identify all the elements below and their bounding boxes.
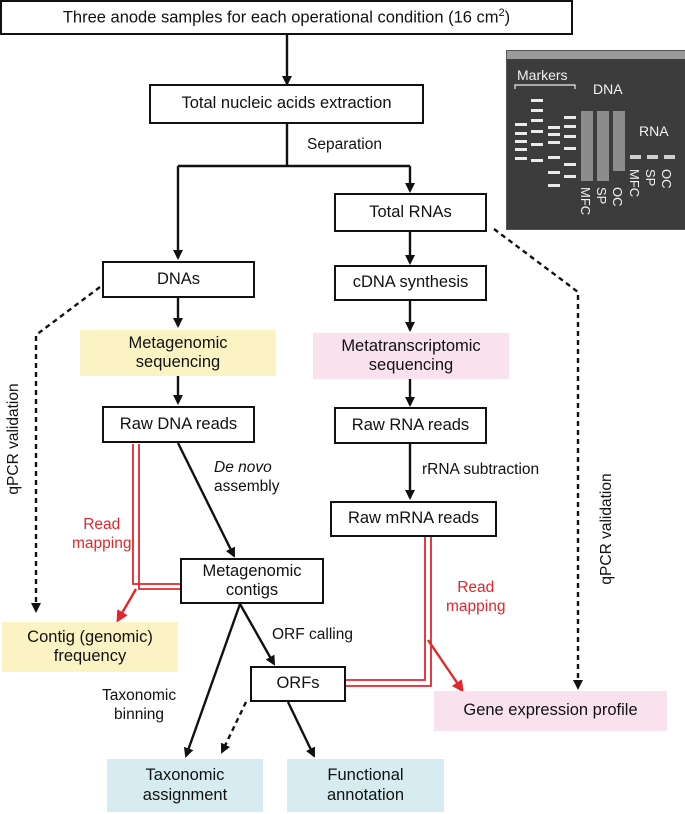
node-func-annot-line1: Functional (327, 766, 404, 785)
label-read-mapping-rna-2: mapping (446, 597, 506, 615)
arrow-contigs-to-taxonomic (183, 603, 242, 758)
dashed-qpcr-right (493, 228, 583, 690)
node-anode-samples: Three anode samples for each operational… (0, 0, 573, 35)
node-raw-rna-label: Raw RNA reads (351, 415, 470, 434)
red-mapping-dna-a (132, 444, 180, 585)
label-taxonomic-binning: Taxonomic binning (102, 687, 176, 724)
arrow-rawdna-to-contigs (176, 442, 236, 558)
dashed-qpcr-left (31, 286, 101, 613)
label-qpcr-validation-left: qPCR validation (5, 383, 22, 495)
label-assembly: assembly (214, 477, 280, 495)
label-read-mapping-rna-1: Read (457, 579, 495, 596)
label-separation: Separation (307, 136, 382, 153)
node-contig-freq-line1: Contig (genomic) (27, 627, 153, 646)
node-gene-expression-profile: Gene expression profile (434, 691, 667, 731)
arrow-contigs-to-orfs (238, 603, 276, 666)
node-metagenomic-seq-line2: sequencing (135, 353, 221, 371)
node-extraction-label: Total nucleic acids extraction (181, 94, 392, 113)
arrow-orfs-to-functional (286, 701, 316, 758)
label-qpcr-validation-right: qPCR validation (598, 473, 615, 585)
gel-lane-1: MFC (578, 187, 593, 216)
label-read-mapping-rna: Read mapping (446, 579, 505, 616)
node-contigs-line1: Metagenomic (202, 561, 302, 580)
red-mapping-rna-b (345, 537, 432, 687)
node-cdna-label: cDNA synthesis (352, 273, 469, 292)
red-arrow-to-gene-expr (427, 639, 464, 693)
red-mapping-rna-a (345, 537, 426, 681)
node-tax-assign-line2: assignment (142, 785, 228, 804)
superscript-2: 2 (498, 7, 505, 20)
node-dnas: DNAs (102, 261, 255, 298)
node-tax-assign-line1: Taxonomic (145, 766, 225, 785)
node-anode-samples-close: ) (504, 8, 511, 27)
node-total-rnas: Total RNAs (334, 193, 487, 232)
gel-bands (507, 51, 685, 187)
gel-label-dna: DNA (593, 81, 623, 97)
gel-lane-4: MFC (627, 169, 642, 198)
node-metatrans-seq-line1: Metatranscriptomic (341, 336, 481, 355)
node-gene-expr-label: Gene expression profile (463, 701, 638, 720)
label-read-mapping-dna-1: Read (83, 516, 121, 533)
node-raw-dna-reads: Raw DNA reads (102, 406, 255, 443)
node-anode-samples-text: Three anode samples for each operational… (62, 8, 499, 27)
node-dnas-label: DNAs (156, 269, 201, 288)
gel-lane-2: SP (594, 187, 609, 205)
node-orfs-label: ORFs (276, 674, 320, 693)
gel-label-markers: Markers (517, 67, 568, 83)
node-total-rnas-label: Total RNAs (369, 202, 452, 221)
gel-lane-5: SP (643, 169, 658, 187)
label-rrna-subtraction: rRNA subtraction (422, 461, 540, 478)
red-mapping-dna-b (138, 444, 180, 590)
node-contig-frequency: Contig (genomic)frequency (2, 622, 178, 672)
dashed-orfs-to-taxonomic (220, 701, 248, 754)
label-read-mapping-dna: Read mapping (72, 516, 131, 553)
gel-electrophoresis-image: Markers DNA RNA MFC SP OC MFC SP OC (506, 50, 685, 230)
node-extraction: Total nucleic acids extraction (149, 84, 424, 124)
label-tax-binning-2: binning (114, 705, 165, 723)
red-arrow-to-contig-freq (116, 588, 138, 623)
gel-lane-6: OC (659, 169, 674, 189)
node-orfs: ORFs (250, 666, 346, 702)
label-read-mapping-dna-2: mapping (72, 534, 132, 552)
node-raw-mrna-reads: Raw mRNA reads (330, 501, 497, 537)
node-raw-rna-reads: Raw RNA reads (334, 407, 487, 444)
label-orf-calling: ORF calling (272, 626, 353, 643)
node-contig-freq-line2: frequency (53, 647, 127, 665)
node-raw-dna-label: Raw DNA reads (119, 414, 238, 433)
label-de-novo-assembly: De novo assembly (214, 459, 279, 496)
label-tax-binning-1: Taxonomic (102, 687, 177, 704)
node-contigs-line2: contigs (225, 581, 279, 599)
node-cdna-synthesis: cDNA synthesis (334, 265, 487, 301)
node-metagenomic-seq-line1: Metagenomic (128, 333, 228, 352)
node-metatrans-seq-line2: sequencing (368, 356, 454, 374)
gel-lane-3: OC (610, 187, 625, 207)
gel-label-rna: RNA (639, 123, 669, 139)
node-raw-mrna-label: Raw mRNA reads (347, 509, 480, 528)
node-func-annot-line2: annotation (326, 785, 405, 804)
label-de-novo: De novo (214, 459, 272, 476)
